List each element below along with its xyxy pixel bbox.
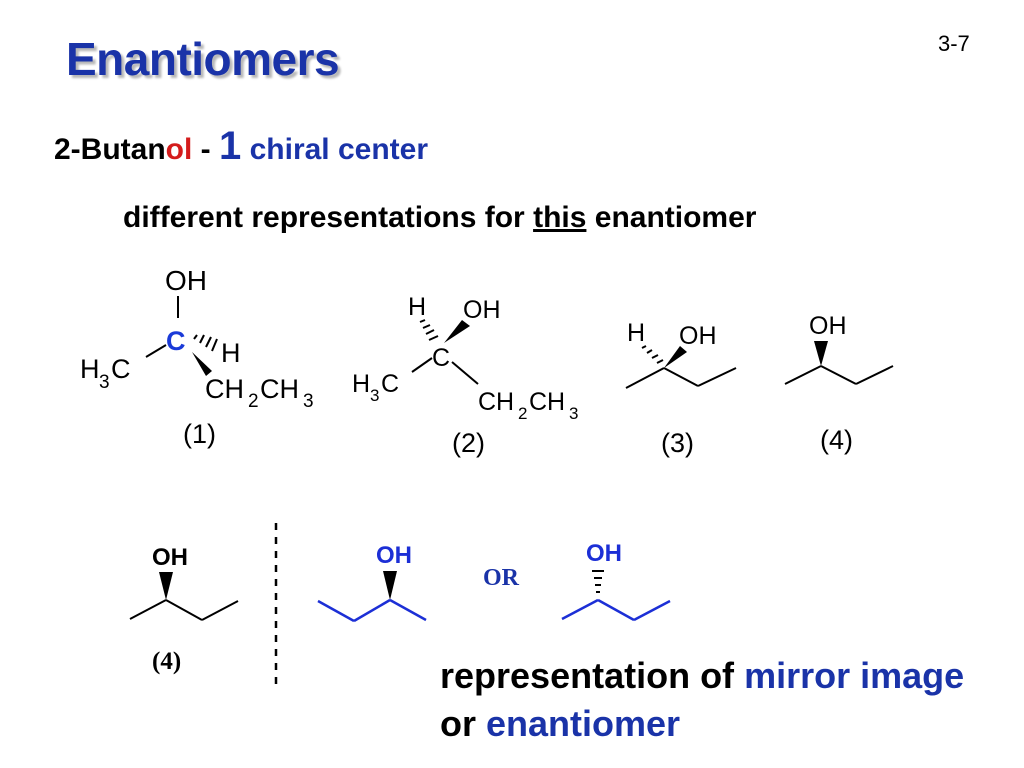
s1-oh: OH xyxy=(165,265,207,296)
s2-bond-left xyxy=(411,357,433,373)
structure-3: H OH (3) xyxy=(625,319,737,458)
compare-bond-2 xyxy=(165,599,203,621)
s2-left-h: H xyxy=(352,370,370,398)
s2-right-sub: 2 xyxy=(518,404,527,423)
s3-wedge xyxy=(664,346,687,368)
s2-label: (2) xyxy=(452,428,485,458)
mirror-structure-1: OH xyxy=(317,542,427,623)
s3-bond-3 xyxy=(697,367,737,387)
s3-hash-bond xyxy=(641,345,664,364)
compare-bond-1 xyxy=(129,599,167,620)
s4-label: (4) xyxy=(820,425,853,455)
s1-right-sub: 2 xyxy=(248,391,259,412)
s1-wedge xyxy=(192,352,212,376)
s1-bond-left xyxy=(145,344,167,358)
compare-wedge xyxy=(159,572,173,600)
s1-left-c: C xyxy=(111,354,131,384)
s3-label: (3) xyxy=(661,428,694,458)
mirror2-bond-1 xyxy=(561,598,599,621)
s3-h: H xyxy=(627,319,645,347)
s1-h: H xyxy=(221,338,241,368)
s4-oh: OH xyxy=(809,312,847,340)
mirror1-oh: OH xyxy=(376,542,412,569)
slide-number: 3-7 xyxy=(938,31,970,56)
structure-4: OH (4) xyxy=(784,312,894,455)
s1-hash-bond xyxy=(193,334,218,352)
mirror1-bond-2 xyxy=(353,598,391,623)
caption-enantiomer: enantiomer xyxy=(486,703,681,744)
s2-right-ch: CH xyxy=(478,388,514,416)
s1-right-ch: CH xyxy=(205,374,244,404)
caption-mirror-image: mirror image xyxy=(744,655,965,696)
s2-right-sub3: 3 xyxy=(569,404,578,423)
mirror2-bond-2 xyxy=(597,598,635,622)
mirror2-hash-bond xyxy=(592,570,604,593)
subtitle: 2-Butanol - 1 chiral center xyxy=(54,124,428,169)
compound-suffix: ol xyxy=(165,133,193,166)
s3-bond-1 xyxy=(625,367,665,389)
s1-carbon: C xyxy=(166,326,186,356)
or-text: OR xyxy=(483,565,520,591)
mirror2-oh: OH xyxy=(586,540,622,567)
s2-carbon: C xyxy=(432,344,450,372)
s2-left-sub: 3 xyxy=(370,386,379,405)
mirror1-bond-3 xyxy=(389,598,427,622)
compare-bond-3 xyxy=(201,600,239,621)
mirror-structure-2: OH xyxy=(561,540,671,622)
s2-hash-bond xyxy=(419,319,439,341)
s1-label: (1) xyxy=(183,419,216,449)
s1-left-sub: 3 xyxy=(99,372,110,393)
s1-right-ch3: CH xyxy=(260,374,299,404)
desc-underlined: this xyxy=(533,201,587,234)
caption-line1-text: representation of xyxy=(440,655,745,696)
mirror1-bond-1 xyxy=(317,599,355,623)
s2-wedge xyxy=(444,320,470,343)
s2-right-ch3: CH xyxy=(529,388,565,416)
compare-oh: OH xyxy=(152,544,188,571)
compare-structure-4: OH (4) xyxy=(129,544,239,675)
caption-line2-text: or xyxy=(440,703,487,744)
s4-bond-2 xyxy=(820,365,857,385)
compare-label: (4) xyxy=(152,648,181,675)
structure-2: H OH C H 3 C CH 2 CH 3 (2) xyxy=(352,293,578,458)
s4-bond-1 xyxy=(784,365,822,385)
s4-bond-3 xyxy=(855,365,894,385)
desc-before: different representations for xyxy=(123,201,534,234)
caption-line-1: representation of mirror image xyxy=(440,652,964,700)
mirror-caption: representation of mirror image or enanti… xyxy=(440,652,964,748)
caption-line-2: or enantiomer xyxy=(440,700,964,748)
description: different representations for this enant… xyxy=(123,201,756,235)
chiral-count: 1 xyxy=(219,124,242,168)
s3-oh: OH xyxy=(679,322,717,350)
s2-bond-right xyxy=(451,361,479,385)
subtitle-dash: - xyxy=(192,133,220,166)
chiral-center-text: chiral center xyxy=(241,133,429,166)
s4-wedge xyxy=(814,341,828,366)
slide-title: Enantiomers xyxy=(66,33,340,85)
s2-h: H xyxy=(408,293,426,321)
structure-1: OH C H H 3 C CH 2 CH 3 (1) xyxy=(80,265,314,449)
s2-left-c: C xyxy=(381,370,399,398)
compound-name: 2-Butan xyxy=(54,133,166,166)
s1-right-sub3: 3 xyxy=(303,391,314,412)
mirror2-bond-3 xyxy=(633,599,671,622)
desc-after: enantiomer xyxy=(586,201,757,234)
mirror1-wedge xyxy=(383,571,397,600)
s3-bond-2 xyxy=(663,367,699,387)
s1-left-h: H xyxy=(80,354,100,384)
s2-oh: OH xyxy=(463,296,501,324)
